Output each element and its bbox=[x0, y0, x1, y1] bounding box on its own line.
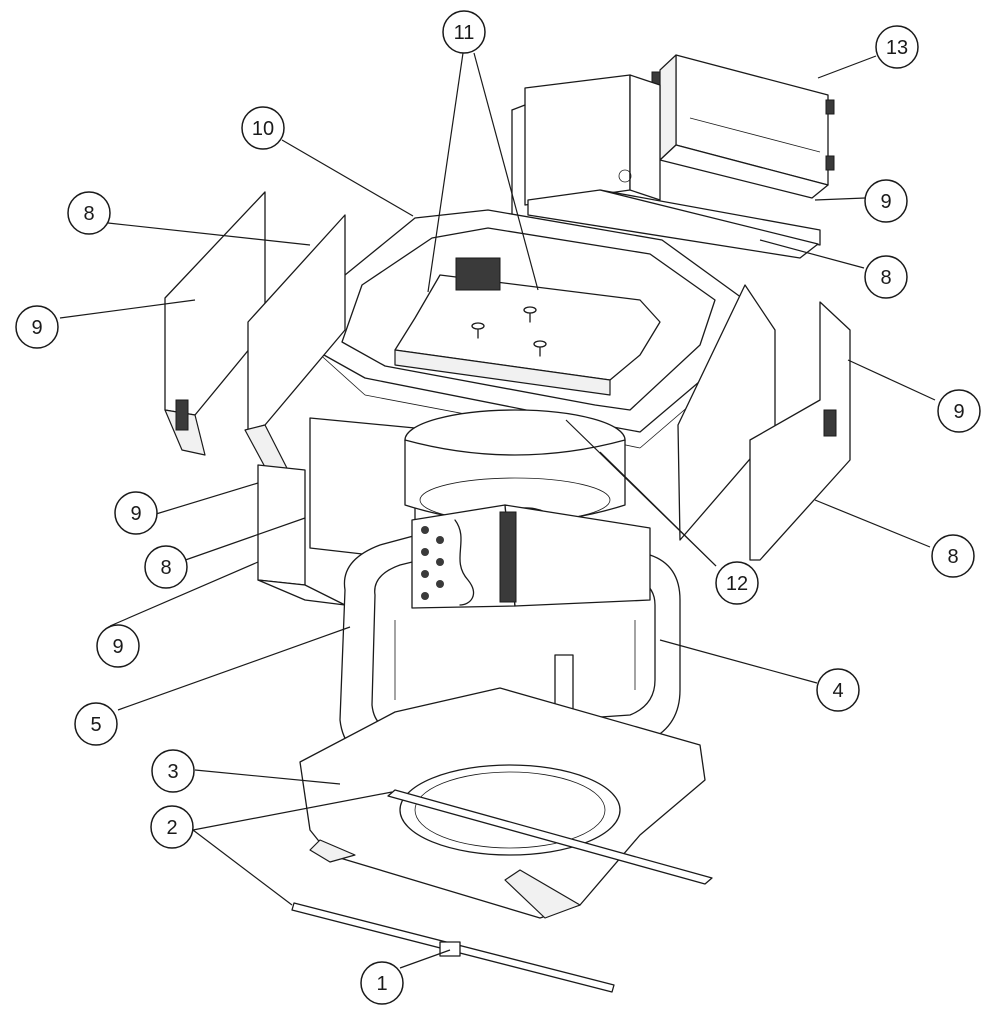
callout-9-right: 9 bbox=[937, 389, 981, 433]
part-9-panel-top-right bbox=[511, 74, 821, 259]
callout-8-top-right: 8 bbox=[864, 255, 908, 299]
callout-11-label: 11 bbox=[454, 22, 475, 44]
callout-1: 1 bbox=[360, 961, 404, 1005]
callout-5: 5 bbox=[74, 702, 118, 746]
callout-12: 12 bbox=[715, 561, 759, 605]
part-13-control-box bbox=[651, 54, 835, 199]
callout-10: 10 bbox=[241, 106, 285, 150]
callout-9c-label: 9 bbox=[130, 503, 141, 525]
part-9-panel-left-lower bbox=[257, 464, 306, 586]
callout-8b-label: 8 bbox=[880, 267, 891, 289]
callout-13-label: 13 bbox=[886, 37, 908, 59]
callout-13: 13 bbox=[875, 25, 919, 69]
callout-2: 2 bbox=[150, 805, 194, 849]
callout-4-label: 4 bbox=[832, 680, 843, 702]
callout-8-left-upper: 8 bbox=[67, 191, 111, 235]
part-5-coil bbox=[411, 504, 651, 609]
callout-3-label: 3 bbox=[167, 761, 178, 783]
callout-9-left-lower: 9 bbox=[96, 624, 140, 668]
callout-8-right: 8 bbox=[931, 534, 975, 578]
callout-8d-label: 8 bbox=[947, 546, 958, 568]
callout-8a-label: 8 bbox=[83, 203, 94, 225]
callout-9b-label: 9 bbox=[880, 191, 891, 213]
part-8-panel-left-upper bbox=[244, 214, 346, 481]
part-8-panel-right bbox=[677, 284, 776, 541]
callout-8c-label: 8 bbox=[160, 557, 171, 579]
callout-10-label: 10 bbox=[252, 118, 274, 140]
callout-9e-label: 9 bbox=[953, 401, 964, 423]
callout-9-top-right: 9 bbox=[864, 179, 908, 223]
part-9-panel-right bbox=[749, 301, 851, 561]
callout-2-label: 2 bbox=[166, 817, 177, 839]
part-11-top-plate bbox=[394, 257, 661, 396]
part-9-panel-left-upper bbox=[164, 191, 266, 456]
fan-housing bbox=[404, 409, 626, 524]
callout-4: 4 bbox=[816, 668, 860, 712]
callout-9-left-upper: 9 bbox=[15, 305, 59, 349]
part-2-louver-blade bbox=[291, 902, 615, 993]
leader-lines bbox=[59, 52, 936, 969]
callout-11: 11 bbox=[442, 10, 486, 54]
callout-5-label: 5 bbox=[90, 714, 101, 736]
callout-9a-label: 9 bbox=[31, 317, 42, 339]
callout-1-label: 1 bbox=[376, 973, 387, 995]
callout-9d-label: 9 bbox=[112, 636, 123, 658]
callout-9-left-mid: 9 bbox=[114, 491, 158, 535]
callout-8-left-lower: 8 bbox=[144, 545, 188, 589]
callout-12-label: 12 bbox=[726, 573, 748, 595]
part-3-base-chassis bbox=[299, 687, 713, 919]
callout-3: 3 bbox=[151, 749, 195, 793]
